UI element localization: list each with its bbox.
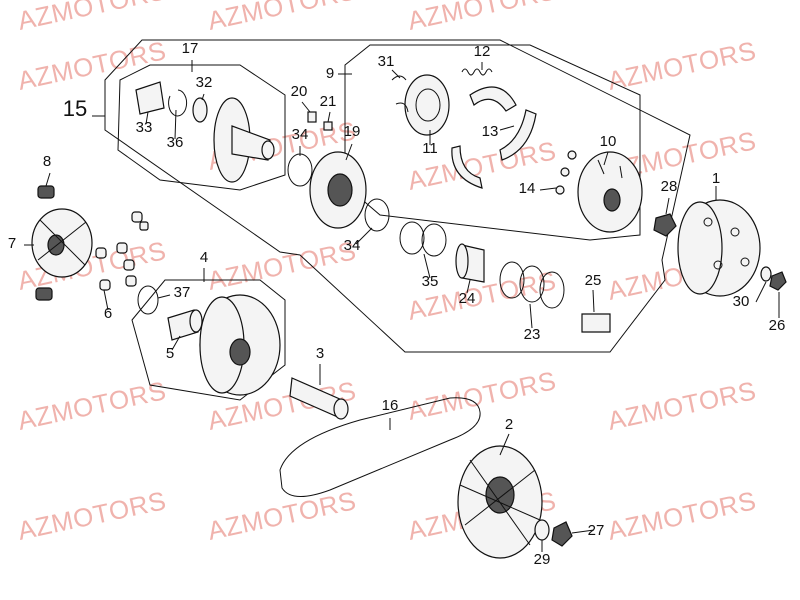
nut-part-26: [769, 271, 787, 291]
pin-part-14-c: [555, 185, 565, 195]
callout-3: 3: [316, 345, 324, 362]
callout-27: 27: [588, 522, 605, 539]
callout-7: 7: [8, 235, 16, 252]
watermark-text: AZMOTORS: [15, 485, 169, 546]
group-17-outline: [117, 64, 286, 191]
rollers-part-6: [95, 211, 149, 291]
watermark-text: AZMOTORS: [405, 0, 559, 36]
callout-28: 28: [661, 178, 678, 195]
washer-part-29: [534, 519, 550, 541]
movable-face-part-19: [309, 151, 367, 229]
group-15-outline: [104, 39, 691, 353]
bearing-part-32: [192, 97, 208, 123]
watermark-text: AZMOTORS: [605, 485, 759, 546]
seal-part-35-b: [421, 223, 447, 257]
callout-23: 23: [524, 326, 541, 343]
callout-layer: 1234567891011121314161719202123242526272…: [8, 40, 786, 568]
callout-17: 17: [182, 40, 199, 57]
guide-part-24: [455, 243, 485, 283]
callout-group-15: 15: [63, 96, 87, 121]
callout-13: 13: [482, 123, 499, 140]
callout-6: 6: [104, 305, 112, 322]
callout-36: 36: [167, 134, 184, 151]
watermark-text: AZMOTORS: [405, 365, 559, 426]
clutch-shoes-part-13: [451, 86, 537, 189]
bolt-part-20: [307, 111, 317, 123]
callout-24: 24: [459, 290, 476, 307]
callout-10: 10: [600, 133, 617, 150]
watermark-text: AZMOTORS: [605, 35, 759, 96]
nut-part-28: [653, 213, 677, 237]
callout-2: 2: [505, 416, 513, 433]
hub-part-17: [213, 97, 275, 183]
callout-16: 16: [382, 397, 399, 414]
fan-drive-face-part-2: [457, 445, 543, 559]
watermark-text: AZMOTORS: [205, 485, 359, 546]
callout-4: 4: [200, 249, 208, 266]
callout-12: 12: [474, 43, 491, 60]
slider-lower: [35, 287, 53, 301]
driven-pulley-part-4: [199, 294, 281, 396]
leader-lines: [24, 60, 780, 552]
washer-part-30: [760, 266, 772, 282]
clutch-bell-part-1: [677, 199, 761, 297]
callout-34: 34: [292, 126, 309, 143]
callout-32: 32: [196, 74, 213, 91]
nut-part-27: [551, 521, 573, 547]
clip-part-31: [391, 75, 409, 113]
pin-part-14-b: [560, 167, 570, 177]
spring-part-12: [461, 68, 493, 76]
callout-37: 37: [174, 284, 191, 301]
callout-30: 30: [733, 293, 750, 310]
callout-11: 11: [422, 140, 438, 157]
callout-31: 31: [378, 53, 395, 70]
pin-part-14: [567, 150, 577, 160]
callout-21: 21: [320, 93, 337, 110]
callout-26: 26: [769, 317, 786, 334]
callout-1: 1: [712, 170, 720, 187]
callout-34: 34: [344, 237, 361, 254]
group-4-outline: [131, 279, 286, 401]
spring-part-23: [499, 261, 565, 309]
drive-belt-part-16: [279, 397, 481, 497]
callout-25: 25: [585, 272, 602, 289]
o-ring-part-34: [287, 153, 313, 187]
o-ring-part-37: [137, 285, 159, 315]
clutch-carrier-part-10: [577, 151, 643, 233]
callout-20: 20: [291, 83, 308, 100]
callout-9: 9: [326, 65, 334, 82]
watermark-text: AZMOTORS: [605, 375, 759, 436]
callout-29: 29: [534, 551, 551, 568]
seal-part-35-a: [399, 221, 425, 255]
watermark-text: AZMOTORS: [205, 235, 359, 296]
sleeve-part-3: [289, 377, 349, 420]
callout-8: 8: [43, 153, 51, 170]
o-ring-part-34-b: [364, 198, 390, 232]
watermark-text: AZMOTORS: [15, 0, 169, 36]
collar-part-25: [581, 313, 611, 333]
callout-14: 14: [519, 180, 536, 197]
bolt-part-21: [323, 121, 333, 131]
callout-35: 35: [422, 273, 439, 290]
bearing-part-5: [167, 309, 203, 341]
watermark-layer: AZMOTORS AZMOTORS AZMOTORS AZMOTORS AZMOTORS…: [15, 0, 759, 546]
circlip-part-36: [168, 89, 188, 117]
watermark-text: AZMOTORS: [205, 0, 359, 36]
slider-part-8: [37, 185, 55, 199]
ramp-plate-part-7: [31, 208, 93, 278]
plate-part-11: [404, 74, 450, 136]
watermark-text: AZMOTORS: [15, 375, 169, 436]
callout-5: 5: [166, 345, 174, 362]
bearing-part-33: [135, 81, 165, 115]
callout-19: 19: [344, 123, 361, 140]
part-drawings: [31, 68, 787, 559]
callout-33: 33: [136, 119, 153, 136]
